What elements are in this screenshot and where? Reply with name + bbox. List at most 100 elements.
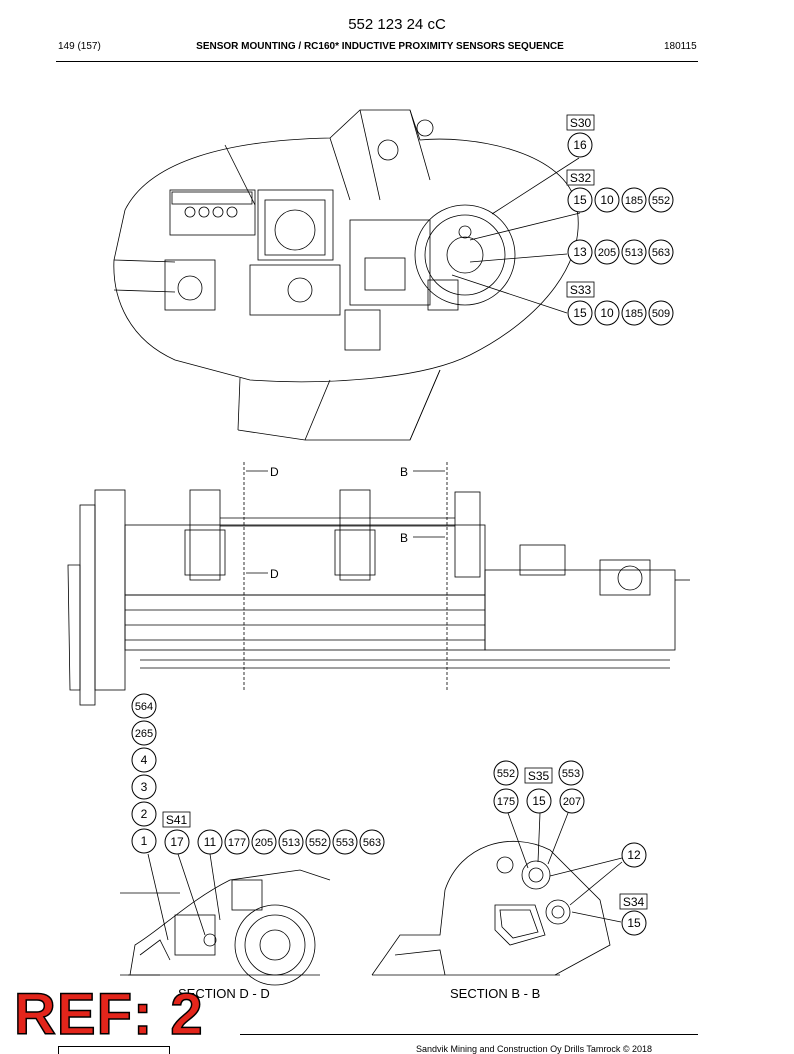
callout-bb-553: 553 bbox=[558, 760, 584, 786]
callout-row3-10: 10 bbox=[594, 300, 620, 326]
svg-text:1: 1 bbox=[141, 834, 148, 848]
svg-text:265: 265 bbox=[135, 728, 153, 740]
svg-text:15: 15 bbox=[627, 916, 641, 930]
svg-text:177: 177 bbox=[228, 837, 246, 849]
svg-text:15: 15 bbox=[573, 306, 587, 320]
svg-text:16: 16 bbox=[573, 138, 587, 152]
callout-dd-17: 17 bbox=[164, 829, 190, 855]
callout-bb-mid-175: 175 bbox=[493, 788, 519, 814]
callout-bb-552: 552 bbox=[493, 760, 519, 786]
section-marker-b-top: B bbox=[400, 465, 408, 479]
svg-text:S35: S35 bbox=[528, 769, 550, 783]
page-title: SENSOR MOUNTING / RC160* INDUCTIVE PROXI… bbox=[196, 41, 564, 52]
section-lines bbox=[243, 462, 448, 690]
tag-s30: S30 bbox=[566, 114, 595, 131]
tag-s41: S41 bbox=[162, 811, 191, 828]
callout-dd-11: 11 bbox=[197, 829, 223, 855]
side-view-drawing bbox=[67, 489, 690, 706]
caption-section-bb: SECTION B - B bbox=[450, 986, 540, 1001]
svg-text:S41: S41 bbox=[166, 813, 188, 827]
svg-text:2: 2 bbox=[141, 807, 148, 821]
callout-row1-15: 15 bbox=[567, 187, 593, 213]
svg-text:175: 175 bbox=[497, 796, 515, 808]
callout-dd-552: 552 bbox=[305, 829, 331, 855]
svg-text:205: 205 bbox=[255, 837, 273, 849]
svg-text:205: 205 bbox=[598, 247, 616, 259]
document-code: 180115 bbox=[664, 41, 697, 52]
callout-row1-10: 10 bbox=[594, 187, 620, 213]
tag-s34: S34 bbox=[619, 893, 648, 910]
svg-text:17: 17 bbox=[170, 835, 184, 849]
callout-dd-513: 513 bbox=[278, 829, 304, 855]
callout-dd-563: 563 bbox=[359, 829, 385, 855]
svg-text:185: 185 bbox=[625, 195, 643, 207]
section-marker-b-bottom: B bbox=[400, 531, 408, 545]
section-dd-drawing bbox=[120, 853, 331, 986]
reference-stamp: REF: 2 bbox=[13, 982, 204, 1047]
svg-text:11: 11 bbox=[204, 835, 217, 849]
callout-row1-185: 185 bbox=[621, 187, 647, 213]
callout-row2-205: 205 bbox=[594, 239, 620, 265]
callout-stack-2: 2 bbox=[131, 801, 157, 827]
callout-dd-205: 205 bbox=[251, 829, 277, 855]
callout-row3-185: 185 bbox=[621, 300, 647, 326]
svg-text:513: 513 bbox=[282, 837, 300, 849]
header-rule bbox=[56, 61, 698, 62]
page-number: 149 (157) bbox=[58, 41, 101, 52]
callout-stack-3: 3 bbox=[131, 774, 157, 800]
callout-bb-mid-207: 207 bbox=[559, 788, 585, 814]
svg-text:552: 552 bbox=[652, 195, 670, 207]
svg-text:185: 185 bbox=[625, 308, 643, 320]
svg-text:552: 552 bbox=[497, 768, 515, 780]
callout-stack-4: 4 bbox=[131, 747, 157, 773]
callout-stack-265: 265 bbox=[131, 720, 157, 746]
callout-row2-563: 563 bbox=[648, 239, 674, 265]
svg-text:553: 553 bbox=[336, 837, 354, 849]
tag-s33: S33 bbox=[566, 281, 595, 298]
footer-rule bbox=[240, 1034, 698, 1035]
callout-row2-513: 513 bbox=[621, 239, 647, 265]
callout-row3-15: 15 bbox=[567, 300, 593, 326]
tag-s35: S35 bbox=[524, 767, 553, 784]
svg-text:563: 563 bbox=[363, 837, 381, 849]
svg-text:S34: S34 bbox=[623, 895, 645, 909]
svg-text:15: 15 bbox=[573, 193, 587, 207]
callout-dd-553: 553 bbox=[332, 829, 358, 855]
svg-text:513: 513 bbox=[625, 247, 643, 259]
svg-text:3: 3 bbox=[141, 780, 148, 794]
section-marker-d-bottom: D bbox=[270, 567, 279, 581]
callout-12: 12 bbox=[621, 842, 647, 868]
callout-row3-509: 509 bbox=[648, 300, 674, 326]
section-marker-d-top: D bbox=[270, 465, 279, 479]
svg-text:10: 10 bbox=[600, 306, 614, 320]
company-logo bbox=[58, 1046, 170, 1054]
top-view-drawing bbox=[113, 109, 581, 441]
svg-text:S33: S33 bbox=[570, 283, 592, 297]
callout-row1-552: 552 bbox=[648, 187, 674, 213]
svg-text:15: 15 bbox=[532, 794, 546, 808]
section-bb-drawing bbox=[371, 812, 623, 976]
footer-copyright: Sandvik Mining and Construction Oy Drill… bbox=[416, 1044, 653, 1054]
svg-text:509: 509 bbox=[652, 308, 670, 320]
callout-stack-1: 1 bbox=[131, 828, 157, 854]
svg-text:4: 4 bbox=[141, 753, 148, 767]
document-number: 552 123 24 cC bbox=[348, 16, 446, 33]
svg-text:12: 12 bbox=[627, 848, 641, 862]
svg-text:564: 564 bbox=[135, 701, 153, 713]
callout-stack-564: 564 bbox=[131, 693, 157, 719]
svg-text:553: 553 bbox=[562, 768, 580, 780]
svg-text:207: 207 bbox=[563, 796, 581, 808]
callout-bb-mid-15: 15 bbox=[526, 788, 552, 814]
svg-text:563: 563 bbox=[652, 247, 670, 259]
callout-16: 16 bbox=[567, 132, 593, 158]
svg-text:13: 13 bbox=[573, 245, 587, 259]
callout-dd-177: 177 bbox=[224, 829, 250, 855]
caption-section-dd: SECTION D - D bbox=[178, 986, 270, 1001]
svg-text:S30: S30 bbox=[570, 116, 592, 130]
callout-row2-13: 13 bbox=[567, 239, 593, 265]
callout-bb-15: 15 bbox=[621, 910, 647, 936]
tag-s32: S32 bbox=[566, 169, 595, 186]
svg-text:552: 552 bbox=[309, 837, 327, 849]
svg-text:S32: S32 bbox=[570, 171, 592, 185]
